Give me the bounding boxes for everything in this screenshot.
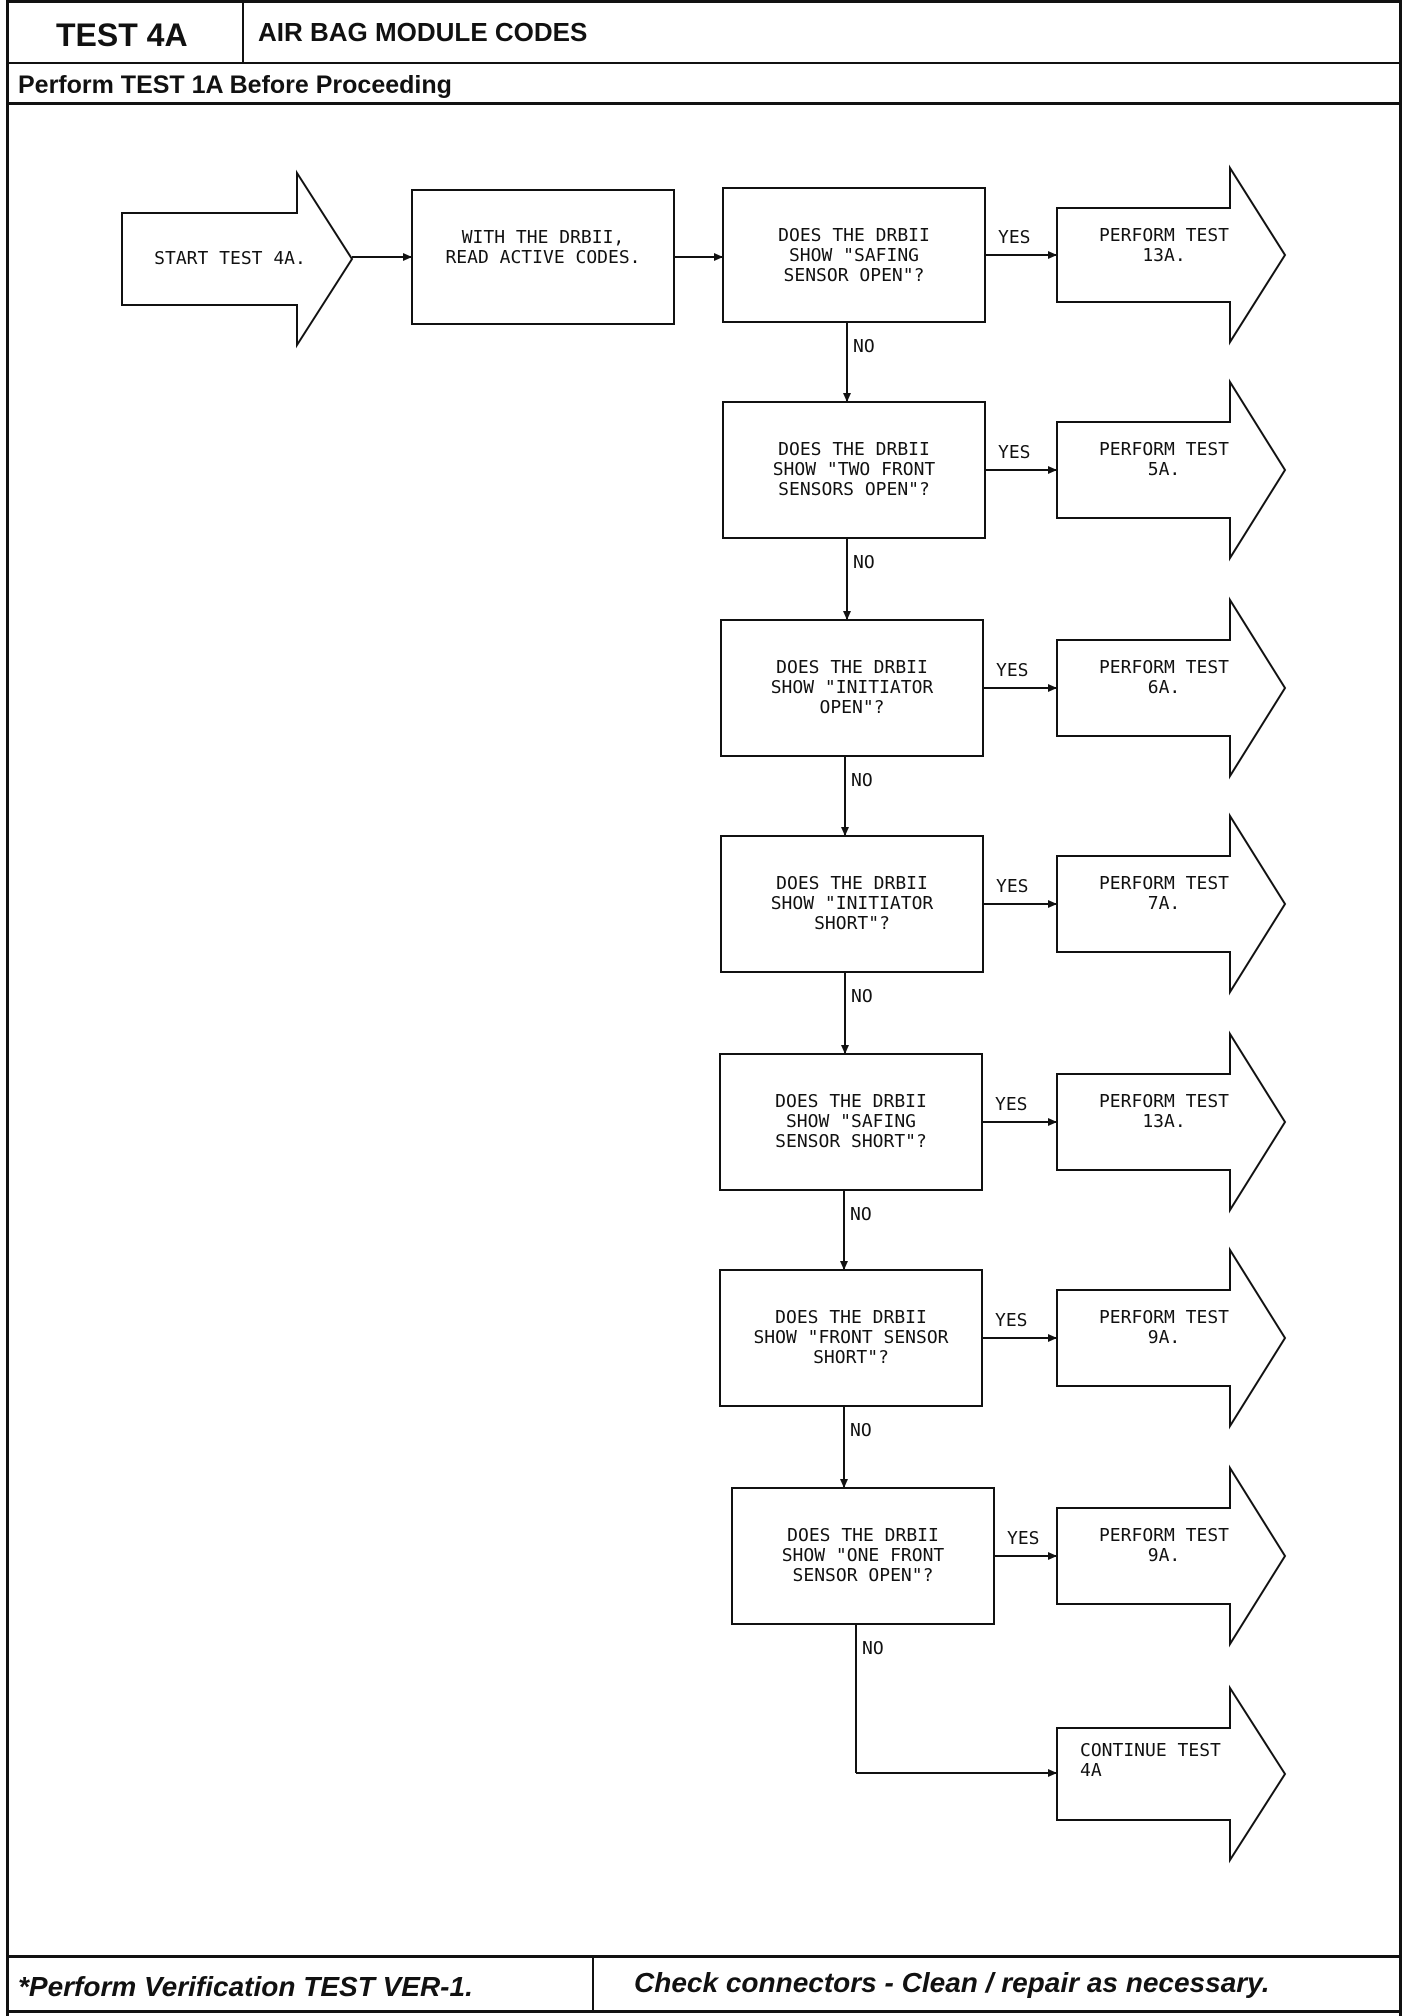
result-arrow-6 bbox=[1056, 1246, 1287, 1430]
no-connector-1-head bbox=[843, 393, 851, 402]
start-label: START TEST 4A. bbox=[154, 248, 306, 269]
yes-label-3: YES bbox=[996, 660, 1029, 681]
yes-connector-7-head bbox=[1048, 1552, 1057, 1560]
decision-box-5 bbox=[719, 1053, 983, 1191]
page-title: AIR BAG MODULE CODES bbox=[258, 17, 588, 47]
yes-label-2: YES bbox=[998, 442, 1031, 463]
yes-connector-4-head bbox=[1048, 900, 1057, 908]
frame-top bbox=[6, 0, 1402, 3]
no-label-4: NO bbox=[851, 986, 873, 1007]
no-label-5: NO bbox=[850, 1204, 872, 1225]
verification-note: *Perform Verification TEST VER-1. bbox=[18, 1971, 473, 2002]
yes-connector-5-head bbox=[1048, 1118, 1057, 1126]
connectors-note: Check connectors - Clean / repair as nec… bbox=[634, 1967, 1270, 1998]
no-connector-3-head bbox=[841, 827, 849, 836]
decision-box-6 bbox=[719, 1269, 983, 1407]
connector-continue-head bbox=[1048, 1769, 1057, 1777]
prerequisite-note: Perform TEST 1A Before Proceeding bbox=[18, 71, 452, 99]
yes-label-4: YES bbox=[996, 876, 1029, 897]
connector-start-read-head bbox=[403, 253, 412, 261]
yes-label-6: YES bbox=[995, 1310, 1028, 1331]
result-arrow-4 bbox=[1056, 812, 1287, 996]
decision-box-2 bbox=[722, 401, 986, 539]
yes-label-5: YES bbox=[995, 1094, 1028, 1115]
frame-right bbox=[1399, 0, 1402, 2016]
yes-connector-2-head bbox=[1048, 466, 1057, 474]
result-arrow-1 bbox=[1056, 164, 1287, 346]
no-label-2: NO bbox=[853, 552, 875, 573]
test-id: TEST 4A bbox=[56, 17, 188, 53]
no-label-1: NO bbox=[853, 336, 875, 357]
no-label-3: NO bbox=[851, 770, 873, 791]
decision-box-4 bbox=[720, 835, 984, 973]
test-sheet: TEST 4A AIR BAG MODULE CODES Perform TES… bbox=[6, 0, 1402, 2016]
no-label-6: NO bbox=[850, 1420, 872, 1441]
header-rule-1 bbox=[6, 62, 1402, 64]
no-label-7: NO bbox=[862, 1638, 884, 1659]
footer-divider bbox=[592, 1956, 594, 2012]
no-connector-6-head bbox=[840, 1479, 848, 1488]
header-divider bbox=[242, 0, 244, 64]
continue-arrow bbox=[1056, 1684, 1287, 1864]
no-connector-2-head bbox=[843, 611, 851, 620]
start-arrow bbox=[121, 169, 354, 349]
result-arrow-5 bbox=[1056, 1030, 1287, 1214]
result-arrow-3 bbox=[1056, 596, 1287, 780]
connector-read-decision-head bbox=[714, 253, 723, 261]
decision-box-3 bbox=[720, 619, 984, 757]
frame-left bbox=[6, 0, 9, 2016]
read-codes-label: WITH THE DRBII,READ ACTIVE CODES. bbox=[445, 227, 640, 268]
yes-label-1: YES bbox=[998, 227, 1031, 248]
footer-rule bbox=[6, 1955, 1402, 1958]
result-arrow-2 bbox=[1056, 378, 1287, 562]
header-rule-2 bbox=[6, 102, 1402, 105]
yes-label-7: YES bbox=[1007, 1528, 1040, 1549]
no-connector-4-head bbox=[841, 1045, 849, 1054]
yes-connector-3-head bbox=[1048, 684, 1057, 692]
result-arrow-7 bbox=[1056, 1464, 1287, 1648]
yes-connector-1-head bbox=[1048, 251, 1057, 259]
read-codes-box bbox=[411, 189, 675, 325]
frame-bottom bbox=[6, 2010, 1402, 2013]
yes-connector-6-head bbox=[1048, 1334, 1057, 1342]
no-connector-5-head bbox=[840, 1261, 848, 1270]
